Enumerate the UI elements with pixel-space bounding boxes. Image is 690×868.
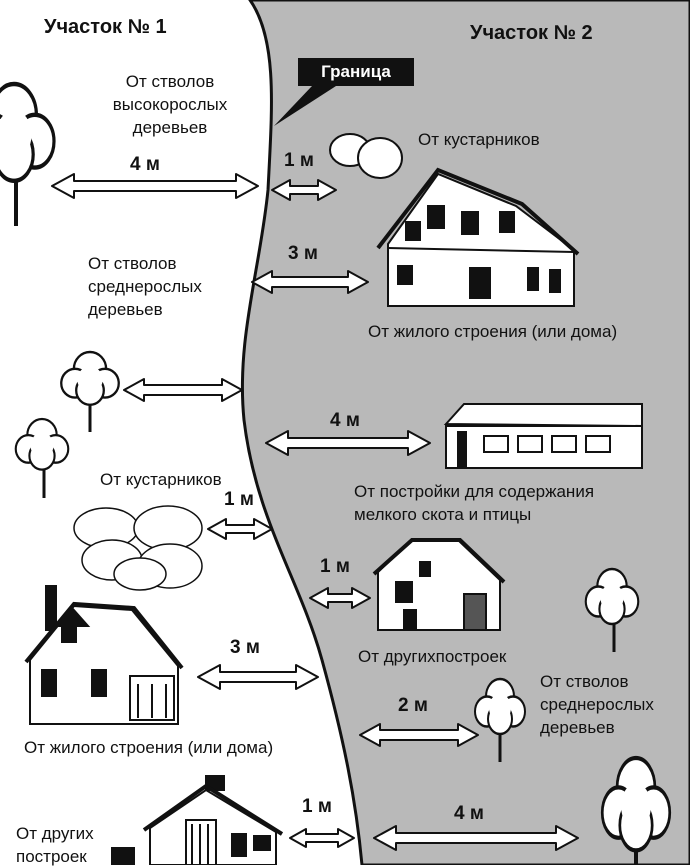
label-left-shrubs: От кустарников [100,470,222,489]
house-icon [24,585,184,725]
plot-2-title: Участок № 2 [470,22,593,44]
distance-right-other-buildings: 1 м [320,556,350,577]
outbuilding-icon [111,775,284,865]
arrow-right-other-buildings [309,587,371,609]
arrow-right-tall-trees [373,825,579,851]
arrow-left-other-buildings [289,828,355,848]
arrow-right-livestock [265,430,431,456]
label-right-medium-trees: От стволов среднерослых деревьев [540,672,654,737]
arrow-right-shrubs [271,179,337,201]
distance-left-tall-trees: 4 м [130,154,160,175]
shed-icon [372,538,506,631]
label-left-medium-trees: От стволов среднерослых деревьев [88,254,202,319]
distance-right-medium-trees: 2 м [398,695,428,716]
distance-right-house: 3 м [288,243,318,264]
distance-left-shrubs: 1 м [224,489,254,510]
medium-tree-icon [60,350,120,432]
boundary-pointer [274,86,336,126]
label-left-tall-trees: От стволов высокорослых деревьев [112,72,228,137]
arrow-left-medium-trees [123,378,243,402]
label-right-other-buildings: От другихпостроек [358,647,507,666]
house-icon [376,167,580,307]
distance-right-livestock: 4 м [330,410,360,431]
distance-left-other-buildings: 1 м [302,796,332,817]
tall-tree-icon [0,84,54,226]
arrow-left-house [197,664,319,690]
label-right-shrubs: От кустарников [418,130,540,149]
label-right-house: От жилого строения (или дома) [368,322,618,341]
distance-left-house: 3 м [230,637,260,658]
barn-icon [443,403,643,469]
distance-right-shrubs: 1 м [284,150,314,171]
plot-1-title: Участок № 1 [44,16,167,38]
medium-tree-icon [584,567,640,652]
boundary-label: Граница [298,58,414,86]
shrub-icon [73,505,203,591]
arrow-left-shrubs [207,518,273,540]
medium-tree-icon [14,417,70,498]
label-left-house: От жилого строения (или дома) [24,738,274,757]
shrub-icon [329,133,403,179]
medium-tree-icon [473,677,527,762]
label-left-other-buildings: От других построек [16,824,94,866]
arrow-right-medium-trees [359,723,479,747]
distance-right-tall-trees: 4 м [454,803,484,824]
tall-tree-icon [602,758,670,865]
label-right-livestock: От постройки для содержания мелкого скот… [354,482,595,524]
arrow-right-house [251,270,369,294]
arrow-left-tall-trees [51,173,259,199]
